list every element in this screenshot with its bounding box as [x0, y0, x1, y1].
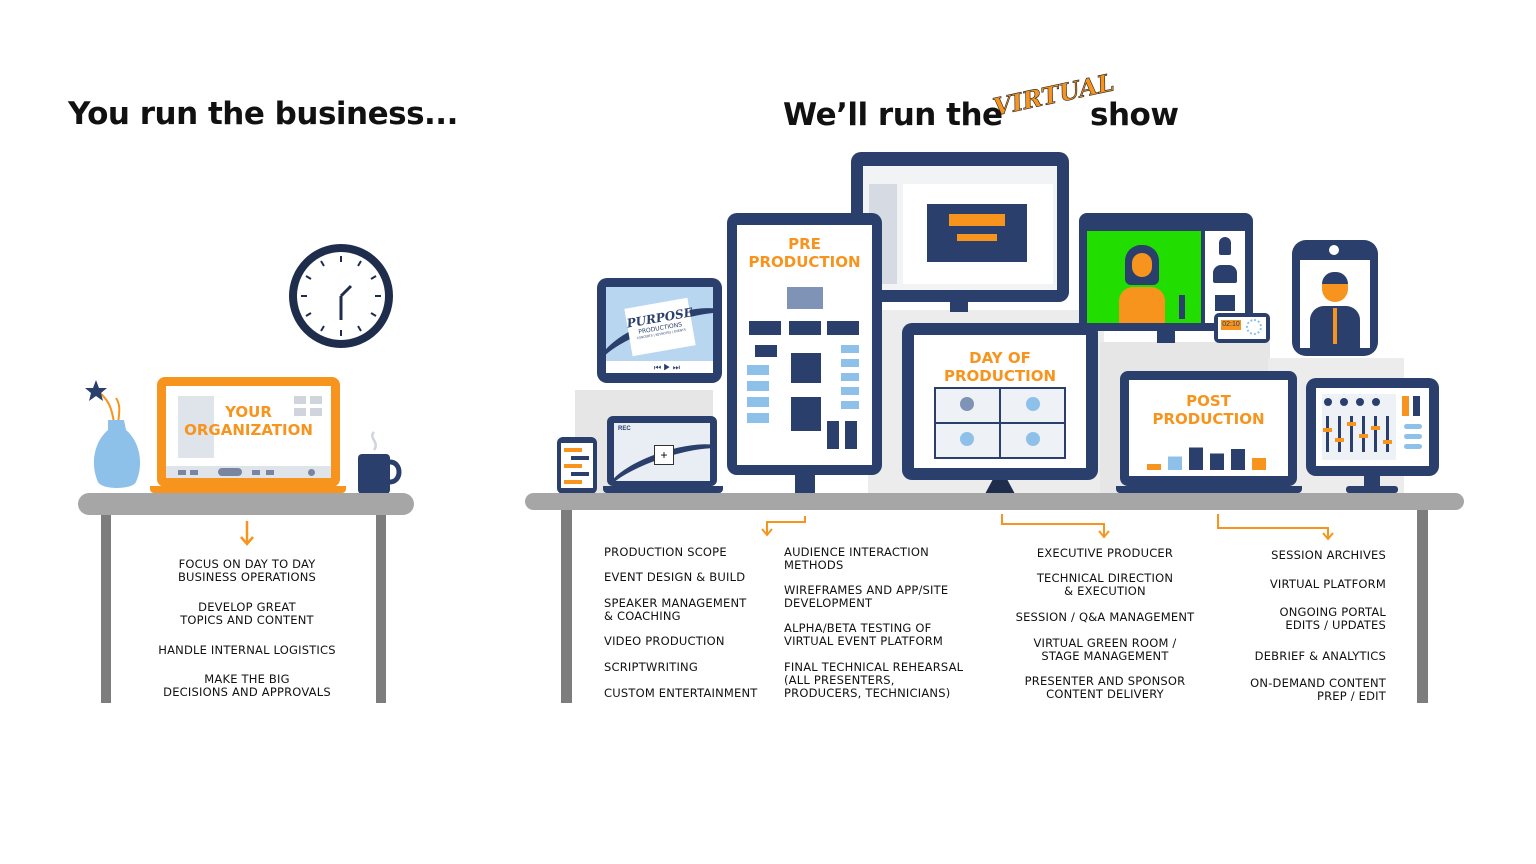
left-table-leg — [101, 515, 111, 703]
list-item: PRODUCTION SCOPE — [604, 545, 727, 559]
list-item: AUDIENCE INTERACTION METHODS — [784, 545, 929, 572]
analytics-bar — [1231, 449, 1245, 470]
person-icon — [960, 397, 974, 411]
monitor-stand — [985, 480, 1015, 494]
analytics-bar — [1147, 464, 1161, 470]
logo-monitor: PURPOSE PRODUCTIONS CONCERTS | KEYNOTES … — [597, 278, 722, 383]
left-table-top — [78, 493, 414, 515]
list-item: EXECUTIVE PRODUCER — [1036, 546, 1174, 560]
clock-icon — [289, 244, 393, 353]
list-item: FOCUS ON DAY TO DAY BUSINESS OPERATIONS — [177, 557, 317, 584]
person-icon — [1026, 397, 1040, 411]
laptop-screen: YOUR ORGANIZATION — [157, 377, 340, 487]
list-item: DEBRIEF & ANALYTICS — [1254, 649, 1386, 663]
list-item: FINAL TECHNICAL REHEARSAL (ALL PRESENTER… — [784, 660, 964, 700]
play-icon[interactable]: ⏮ ▶ ⏭ — [654, 363, 680, 372]
vase-icon — [82, 378, 152, 501]
monitor-stand — [950, 302, 968, 312]
laptop-base — [603, 486, 723, 493]
down-arrow-icon — [238, 519, 256, 554]
rec-laptop: REC + — [607, 416, 717, 486]
rec-label: REC — [618, 426, 631, 432]
monitor-base — [1346, 486, 1398, 493]
left-table-leg — [376, 515, 386, 703]
monitor-stand — [795, 475, 815, 493]
list-item: VIRTUAL PLATFORM — [1269, 577, 1386, 591]
right-table-leg — [1417, 510, 1428, 703]
analytics-bar-chart — [1147, 447, 1266, 470]
day-of-production-monitor: DAY OF PRODUCTION — [902, 323, 1098, 480]
list-item: MAKE THE BIG DECISIONS AND APPROVALS — [163, 672, 331, 699]
top-monitor — [851, 152, 1069, 302]
timer-readout: 02:10 — [1221, 320, 1241, 330]
laptop-base — [1116, 486, 1302, 493]
list-item: VIDEO PRODUCTION — [604, 634, 725, 648]
list-item: SESSION ARCHIVES — [1271, 548, 1386, 562]
down-arrow-icon — [761, 516, 806, 537]
list-item: SESSION / Q&A MANAGEMENT — [1015, 610, 1195, 624]
person-icon — [960, 432, 974, 446]
list-item: TECHNICAL DIRECTION & EXECUTION — [1036, 571, 1174, 598]
list-item: SPEAKER MANAGEMENT & COACHING — [604, 596, 747, 623]
laptop-base — [150, 486, 346, 493]
analytics-bar — [1168, 456, 1182, 470]
list-item: ON-DEMAND CONTENT PREP / EDIT — [1250, 676, 1386, 703]
phone — [557, 437, 597, 494]
list-item: HANDLE INTERNAL LOGISTICS — [158, 643, 336, 657]
post-production-label: POST PRODUCTION — [1152, 392, 1265, 428]
green-screen-monitor — [1079, 213, 1253, 331]
list-item: ALPHA/BETA TESTING OF VIRTUAL EVENT PLAT… — [784, 621, 944, 648]
operator-device — [1292, 240, 1378, 356]
list-item: PRESENTER AND SPONSOR CONTENT DELIVERY — [1024, 674, 1186, 701]
list-item: DEVELOP GREAT TOPICS AND CONTENT — [180, 600, 314, 627]
right-table-leg — [561, 510, 572, 703]
down-arrow-icon — [1001, 514, 1110, 539]
mixer-monitor — [1306, 378, 1439, 476]
laptop-label: YOUR ORGANIZATION — [184, 403, 313, 439]
pre-production-monitor: PRE PRODUCTION — [727, 213, 882, 475]
monitor-stand — [1364, 476, 1380, 486]
right-table-top — [525, 493, 1464, 510]
right-heading-start: We’ll run the — [783, 97, 1003, 133]
down-arrow-icon — [1217, 514, 1334, 541]
monitor-stand — [1157, 331, 1175, 343]
list-item: WIREFRAMES AND APP/SITE DEVELOPMENT — [784, 583, 949, 610]
left-heading: You run the business... — [68, 96, 458, 132]
list-item: CUSTOM ENTERTAINMENT — [604, 686, 758, 700]
day-of-production-label: DAY OF PRODUCTION — [943, 349, 1057, 385]
right-heading-end: show — [1090, 97, 1179, 133]
pre-production-label: PRE PRODUCTION — [748, 235, 861, 271]
person-icon — [1026, 432, 1040, 446]
analytics-bar — [1210, 453, 1224, 470]
timer-device: 02:10 — [1214, 313, 1270, 343]
analytics-bar — [1189, 447, 1203, 470]
mug-icon — [356, 428, 404, 501]
analytics-bar — [1252, 458, 1266, 470]
list-item: EVENT DESIGN & BUILD — [604, 570, 746, 584]
list-item: VIRTUAL GREEN ROOM / STAGE MANAGEMENT — [1033, 636, 1177, 663]
list-item: ONGOING PORTAL EDITS / UPDATES — [1279, 605, 1386, 632]
list-item: SCRIPTWRITING — [604, 660, 698, 674]
